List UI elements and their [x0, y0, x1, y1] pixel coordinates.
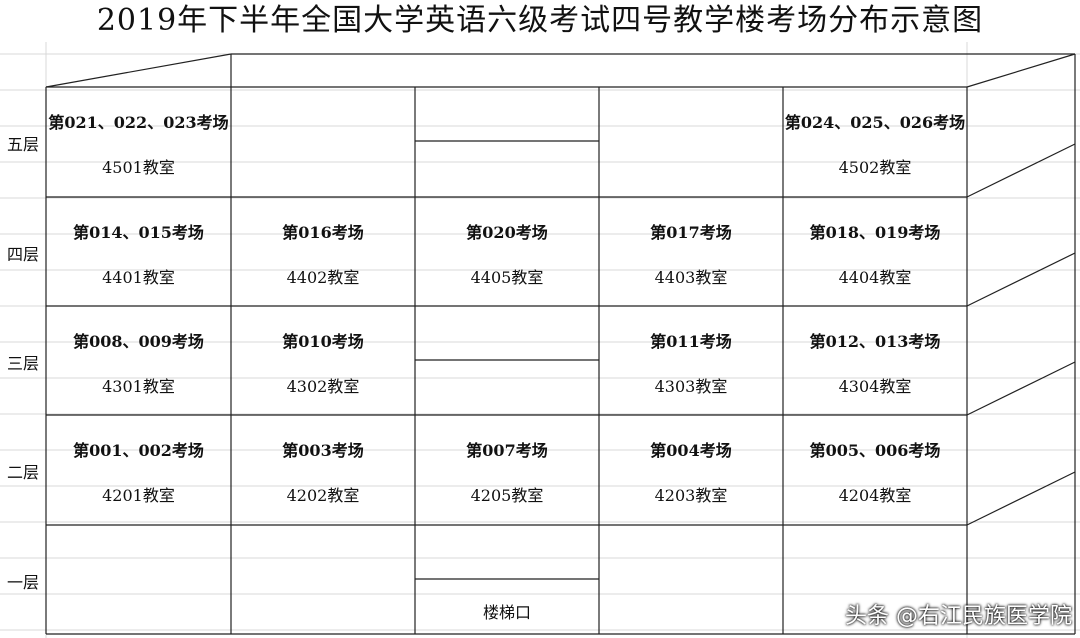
floor-label: 三层 — [6, 353, 39, 373]
classroom-number: 4502教室 — [838, 158, 912, 177]
classroom-number: 4405教室 — [470, 268, 544, 287]
classroom-cell: 第005、006考场 4204教室 — [783, 415, 967, 525]
watermark: 头条 @右江民族医学院 — [845, 604, 1072, 629]
classroom-cell — [415, 306, 599, 415]
side-floor-edge — [966, 143, 1076, 198]
classroom-cell: 第016考场 4402教室 — [231, 197, 415, 306]
roof-right-edge — [966, 53, 1076, 88]
classroom-cell: 楼梯口 — [415, 525, 599, 634]
classroom-number: 4501教室 — [102, 158, 175, 177]
exam-hall-label: 第014、015考场 — [73, 223, 204, 242]
floor-label: 五层 — [6, 135, 39, 154]
side-floor-edge — [966, 361, 1076, 416]
classroom-cell: 第014、015考场 4401教室 — [46, 197, 231, 306]
exam-hall-label: 第008、009考场 — [73, 332, 204, 351]
exam-hall-label: 第007考场 — [466, 441, 548, 460]
classroom-cell: 第018、019考场 4404教室 — [783, 197, 967, 306]
exam-hall-label: 第011考场 — [650, 332, 732, 351]
floor-label: 二层 — [6, 463, 39, 482]
classroom-cell: 第012、013考场 4304教室 — [783, 306, 967, 415]
exam-hall-label: 第021、022、023考场 — [48, 113, 229, 132]
classroom-number: 4202教室 — [286, 486, 360, 505]
classroom-number: 4303教室 — [654, 377, 728, 396]
classroom-cell — [599, 87, 783, 197]
classroom-cell — [415, 87, 599, 197]
classroom-cell — [46, 525, 231, 634]
floor-label: 四层 — [6, 244, 39, 264]
classroom-number: 4404教室 — [838, 268, 912, 287]
classroom-cell: 第007考场 4205教室 — [415, 415, 599, 525]
classroom-cell: 第004考场 4203教室 — [599, 415, 783, 525]
classroom-cell: 第010考场 4302教室 — [231, 306, 415, 415]
exam-hall-label: 第005、006考场 — [809, 441, 941, 460]
classroom-number: 4201教室 — [102, 486, 175, 505]
classroom-number: 4301教室 — [102, 377, 175, 396]
classroom-cell: 第021、022、023考场 4501教室 — [46, 87, 231, 197]
classroom-cell — [231, 525, 415, 634]
classroom-cell: 第011考场 4303教室 — [599, 306, 783, 415]
classroom-cell: 第017考场 4403教室 — [599, 197, 783, 306]
classroom-number: 4205教室 — [470, 486, 544, 505]
exam-hall-label: 第017考场 — [650, 223, 732, 242]
classroom-cell: 第024、025、026考场 4502教室 — [783, 87, 967, 197]
classroom-number: 4401教室 — [102, 268, 175, 287]
classroom-number: 4402教室 — [286, 268, 360, 287]
classroom-cell — [599, 525, 783, 634]
classroom-cell: 第020考场 4405教室 — [415, 197, 599, 306]
classroom-cell: 第001、002考场 4201教室 — [46, 415, 231, 525]
classroom-number: 4204教室 — [838, 486, 912, 505]
classroom-cell: 第003考场 4202教室 — [231, 415, 415, 525]
classroom-cell: 第008、009考场 4301教室 — [46, 306, 231, 415]
exam-hall-label: 第010考场 — [282, 332, 364, 351]
exam-hall-label: 第024、025、026考场 — [784, 113, 966, 132]
exam-hall-label: 第012、013考场 — [809, 332, 941, 351]
roof-left-edge — [45, 53, 232, 88]
exam-hall-label: 第018、019考场 — [809, 223, 941, 242]
classroom-cell — [231, 87, 415, 197]
exam-hall-label: 第004考场 — [650, 441, 732, 460]
exam-hall-label: 第001、002考场 — [73, 441, 204, 460]
side-floor-edge — [966, 471, 1076, 526]
classroom-number: 4203教室 — [654, 486, 728, 505]
stairwell-label: 楼梯口 — [482, 603, 531, 622]
classroom-number: 4302教室 — [286, 377, 360, 396]
page-title: 2019年下半年全国大学英语六级考试四号教学楼考场分布示意图 — [96, 3, 984, 38]
exam-hall-label: 第003考场 — [282, 441, 364, 460]
exam-hall-label: 第016考场 — [282, 223, 364, 242]
side-floor-edge — [966, 252, 1076, 307]
classroom-number: 4304教室 — [838, 377, 912, 396]
exam-hall-label: 第020考场 — [466, 223, 548, 242]
floor-label: 一层 — [6, 572, 39, 592]
classroom-number: 4403教室 — [654, 268, 728, 287]
